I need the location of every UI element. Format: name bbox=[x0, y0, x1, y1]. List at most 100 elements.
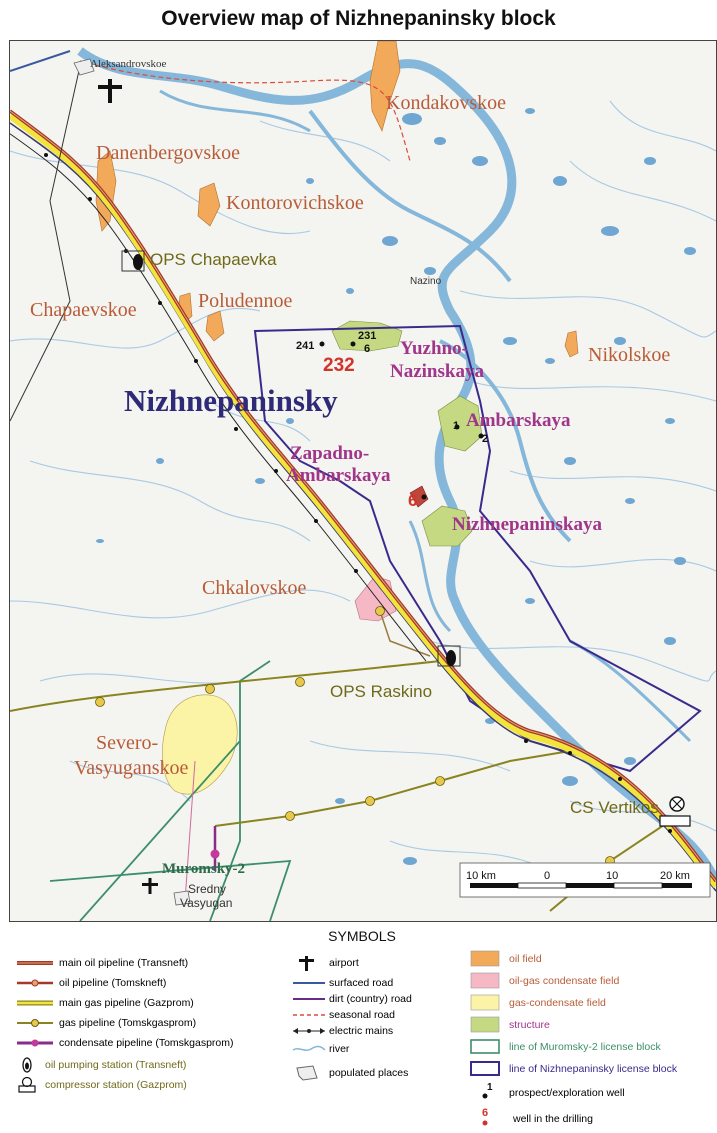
structure-swatch bbox=[470, 1016, 500, 1033]
scale-label-10km: 10 km bbox=[466, 870, 496, 882]
populated-place-icon bbox=[73, 58, 95, 76]
label-well-6b: 6 bbox=[408, 491, 417, 510]
legend-main-gas: main gas pipeline (Gazprom) bbox=[15, 994, 285, 1012]
prospect-well-icon: 1 bbox=[482, 1082, 493, 1099]
severo-vasyuganskoe-field bbox=[162, 694, 238, 795]
kontorovichskoe-field bbox=[197, 182, 221, 227]
label-severo-2: Vasyuganskoe bbox=[74, 757, 189, 779]
drilling-well-icon: 6 bbox=[482, 1107, 488, 1126]
label-zapadno-1: Zapadno- bbox=[290, 443, 369, 464]
legend-seasonal: seasonal road bbox=[291, 1006, 461, 1024]
label-ops-raskino: OPS Raskino bbox=[330, 682, 432, 701]
surfaced-road-swatch bbox=[293, 982, 325, 984]
electric-mains-swatch bbox=[293, 1028, 325, 1034]
oilgas-field-swatch bbox=[470, 972, 500, 989]
airport-icon bbox=[142, 878, 158, 894]
label-ambarskaya: Ambarskaya bbox=[466, 410, 571, 431]
label-zapadno-2: Ambarskaya bbox=[286, 465, 391, 486]
legend-title: SYMBOLS bbox=[328, 928, 396, 944]
label-aleksandrovskoe: Aleksandrovskoe bbox=[90, 58, 166, 70]
scale-label-20km: 20 km bbox=[660, 870, 690, 882]
gas-pipeline-swatch bbox=[17, 1019, 53, 1027]
cs-vertikos-icon bbox=[659, 796, 691, 827]
muromsky-line-swatch bbox=[470, 1039, 500, 1054]
legend-muromsky-line: line of Muromsky-2 license block bbox=[469, 1038, 709, 1056]
label-nazino: Nazino bbox=[410, 276, 442, 287]
electric-mains bbox=[10, 133, 672, 833]
legend-oil-pipeline: oil pipeline (Tomskneft) bbox=[15, 974, 285, 992]
legend-drilling: 6 well in the drilling bbox=[469, 1104, 709, 1128]
airport-icon bbox=[98, 79, 122, 103]
populated-place-icon bbox=[173, 890, 191, 906]
label-block-nizhnepaninsky: Nizhnepaninsky bbox=[124, 383, 338, 418]
oil-pipeline-swatch bbox=[17, 979, 53, 987]
label-poludennoe: Poludennoe bbox=[198, 290, 293, 312]
legend-cs: compressor station (Gazprom) bbox=[15, 1076, 285, 1094]
label-well-232: 232 bbox=[323, 355, 355, 376]
label-well-241: 241 bbox=[296, 340, 314, 352]
ops-raskino-icon bbox=[437, 645, 461, 667]
oil-pumping-station-icon bbox=[22, 1057, 32, 1073]
map-frame[interactable]: Aleksandrovskoe Kondakovskoe Danenbergov… bbox=[9, 40, 717, 922]
legend-ops: oil pumping station (Transneft) bbox=[15, 1056, 285, 1074]
label-sredny-2: Vasyugan bbox=[180, 896, 232, 910]
legend-surfaced: surfaced road bbox=[291, 974, 461, 992]
oil-field-swatch bbox=[470, 950, 500, 967]
structure-nizhnepaninskaya bbox=[421, 505, 473, 547]
label-danenbergovskoe: Danenbergovskoe bbox=[96, 142, 240, 164]
seasonal-road bbox=[79, 60, 411, 162]
compressor-station-icon bbox=[18, 1076, 36, 1093]
condensate-node bbox=[210, 849, 220, 859]
lakes bbox=[96, 108, 696, 884]
label-chkalovskoe: Chkalovskoe bbox=[202, 577, 307, 599]
label-nizhnepaninskaya: Nizhnepaninskaya bbox=[452, 514, 602, 535]
label-yuzhno-1: Yuzhno- bbox=[400, 338, 468, 359]
legend-dirt: dirt (country) road bbox=[291, 990, 461, 1008]
populated-place-icon bbox=[296, 1065, 318, 1081]
label-muromsky: Muromsky-2 bbox=[162, 861, 245, 877]
legend-structure: structure bbox=[469, 1016, 709, 1034]
legend-oilgas-field: oil-gas condensate field bbox=[469, 972, 709, 990]
legend-condensate: condensate pipeline (Tomskgasprom) bbox=[15, 1034, 285, 1052]
label-kondakovskoe: Kondakovskoe bbox=[386, 92, 506, 114]
label-well-1: 1 bbox=[453, 420, 459, 432]
kondakovskoe-field bbox=[369, 41, 401, 132]
nikolskoe-field bbox=[564, 330, 579, 358]
structure-zapadno bbox=[409, 485, 429, 508]
label-well-231: 231 bbox=[358, 330, 376, 342]
legend-prospect-well-number: 1 bbox=[487, 1082, 493, 1093]
label-cs-vertikos: CS Vertikos bbox=[570, 798, 659, 817]
poludennoe-field bbox=[205, 310, 225, 342]
legend-drilling-well-number: 6 bbox=[482, 1107, 488, 1119]
prospect-wells bbox=[319, 341, 484, 500]
main-oil-pipeline-swatch bbox=[17, 961, 53, 965]
legend-prospect: 1 prospect/exploration well bbox=[469, 1080, 709, 1102]
map-title: Overview map of Nizhnepaninsky block bbox=[161, 7, 556, 30]
label-sredny-1: Sredny bbox=[188, 882, 226, 896]
airport-icon bbox=[299, 956, 314, 971]
legend-airport: airport bbox=[291, 954, 461, 972]
legend-river: river bbox=[291, 1040, 461, 1058]
scale-label-10: 10 bbox=[606, 870, 618, 882]
legend-gas-pipeline: gas pipeline (Tomskgasprom) bbox=[15, 1014, 285, 1032]
label-chapaevskoe: Chapaevskoe bbox=[30, 299, 137, 321]
main-gas-pipeline-swatch bbox=[17, 1000, 53, 1006]
legend-nizhne-line: line of Nizhnepaninsky license block bbox=[469, 1060, 717, 1078]
condensate-pipeline-swatch bbox=[17, 1039, 53, 1047]
label-severo-1: Severo- bbox=[96, 732, 158, 754]
legend: SYMBOLS main oil pipeline (Transneft) oi… bbox=[9, 922, 715, 1130]
river-swatch bbox=[292, 1045, 326, 1052]
ops-chapaevka-icon bbox=[121, 250, 145, 272]
legend-gascond-field: gas-condensate field bbox=[469, 994, 709, 1012]
map-canvas[interactable]: Aleksandrovskoe Kondakovskoe Danenbergov… bbox=[10, 41, 716, 921]
surfaced-road bbox=[10, 50, 71, 72]
dirt-road-swatch bbox=[293, 998, 325, 1000]
muromsky-license-line bbox=[49, 660, 292, 921]
gascond-field-swatch bbox=[470, 994, 500, 1011]
nizhnepaninsky-line-swatch bbox=[470, 1061, 500, 1076]
legend-populated: populated places bbox=[291, 1064, 461, 1082]
label-ops-chapaevka: OPS Chapaevka bbox=[150, 250, 277, 269]
label-well-6a: 6 bbox=[364, 343, 370, 355]
legend-electric: electric mains bbox=[291, 1022, 461, 1040]
